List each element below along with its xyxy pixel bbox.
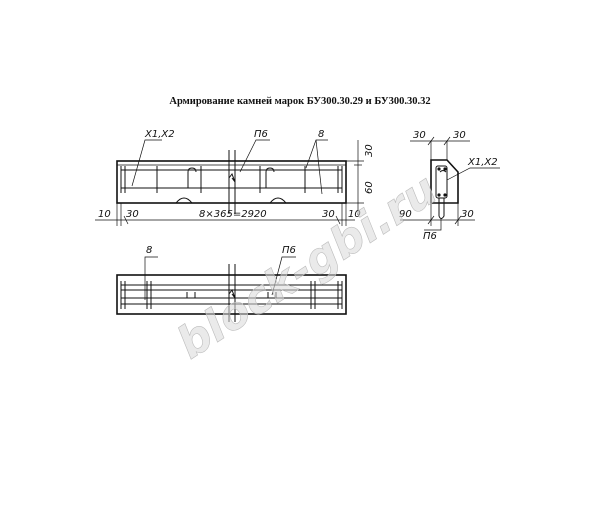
plan-label-8: 8 (146, 245, 152, 256)
section-dim-90: 90 (399, 209, 412, 220)
section-dim-30-left: 30 (413, 130, 426, 141)
front-lifting-loop-right (265, 167, 275, 188)
plan-label-p6: П6 (282, 245, 296, 256)
section-dim-30-bottom: 30 (461, 209, 474, 220)
front-dim-10-right: 10 (348, 209, 361, 220)
section-outline (430, 159, 459, 204)
front-dim-30-right-bottom: 30 (322, 209, 335, 220)
front-block-outline (116, 160, 347, 204)
front-lifting-loop-left (187, 167, 197, 188)
plan-view: 8 П6 (116, 245, 347, 322)
front-dim-30-right: 30 (364, 144, 375, 157)
front-leader-x1x2 (131, 139, 162, 187)
front-leader-p6 (239, 139, 270, 173)
front-label-p6: П6 (254, 129, 268, 140)
front-label-8: 8 (318, 129, 324, 140)
front-dim-span: 8×365=2920 (199, 209, 267, 220)
watermark: block-gbi.ru (168, 164, 446, 369)
drawing-title: Армирование камней марок БУ300.30.29 и Б… (169, 96, 431, 107)
cross-section: 30 30 X1,X2 90 30 П6 (399, 130, 500, 242)
section-dim-30-right: 30 (453, 130, 466, 141)
front-elevation: X1,X2 П6 8 30 60 10 30 8×365=2920 30 10 (95, 129, 375, 226)
plan-block-outline (116, 274, 347, 315)
plan-lifting-loop-right (267, 292, 277, 299)
front-dim-30-left: 30 (126, 209, 139, 220)
section-label-x1x2: X1,X2 (467, 157, 498, 168)
front-label-x1x2: X1,X2 (144, 129, 175, 140)
front-dim-10-left: 10 (98, 209, 111, 220)
front-dim-60-right: 60 (364, 181, 375, 194)
plan-lifting-loop-left (186, 292, 196, 299)
section-label-p6: П6 (423, 231, 437, 242)
